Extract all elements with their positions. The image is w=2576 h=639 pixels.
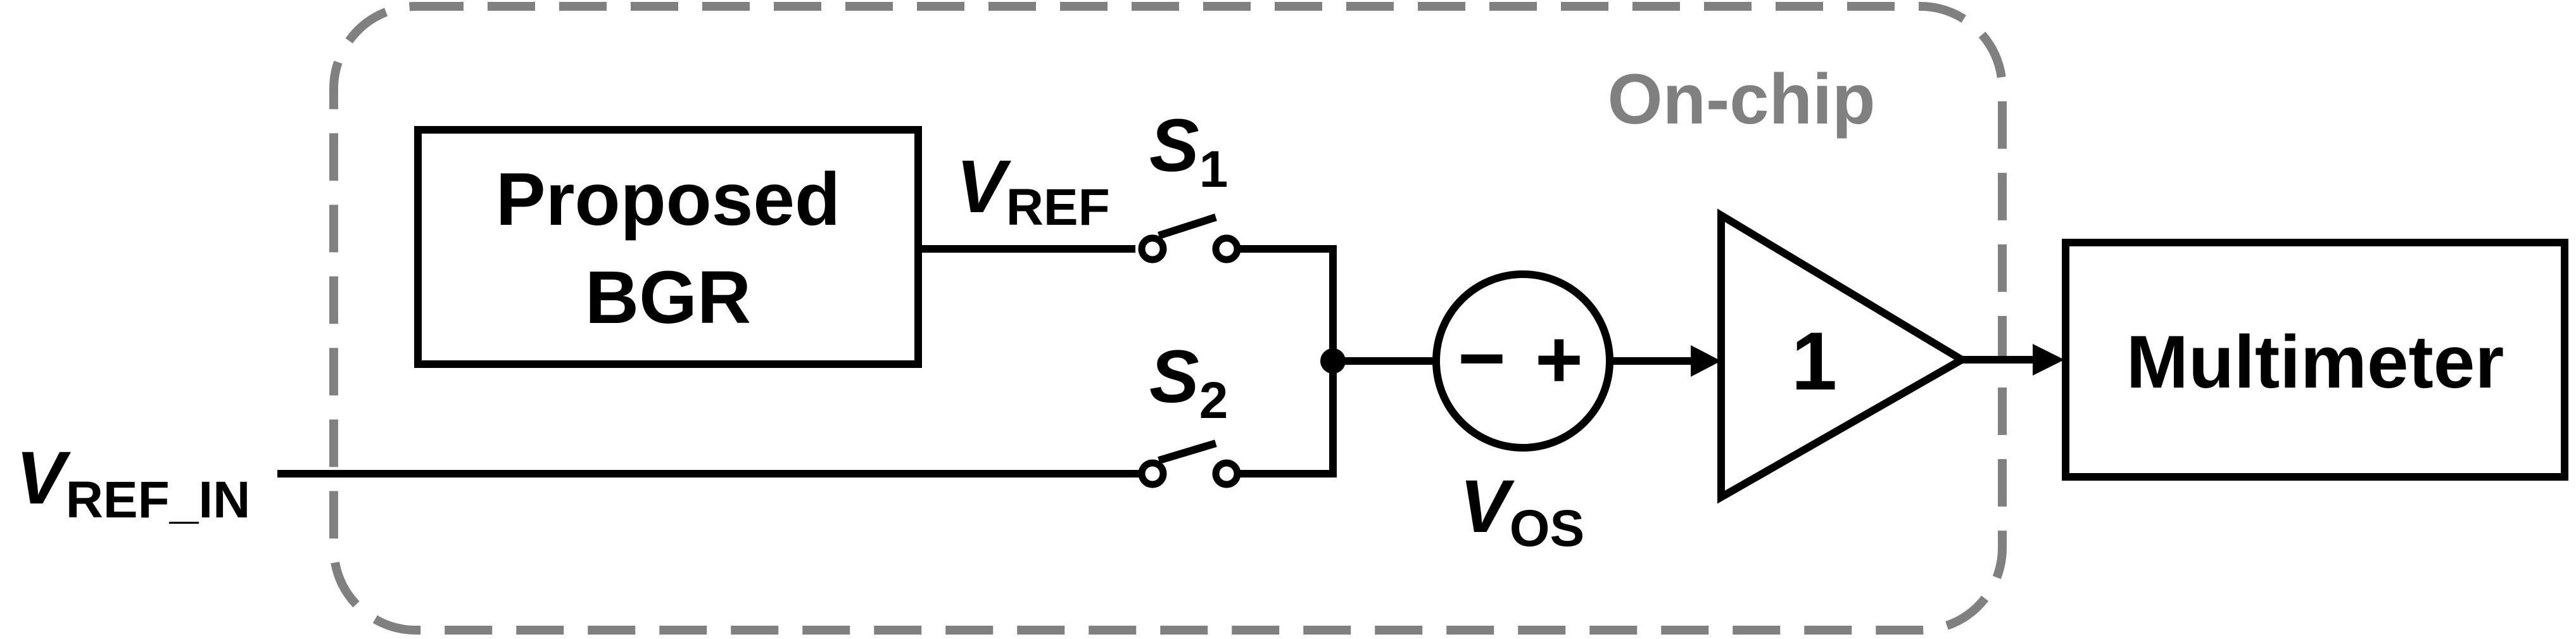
bgr-label-line1: Proposed	[496, 158, 840, 241]
buffer-to-multimeter-arrowhead	[2033, 344, 2064, 376]
multimeter-block	[2062, 239, 2568, 481]
vref-label: VREF	[956, 145, 1110, 236]
vref-in-sub: REF_IN	[66, 471, 251, 529]
vref-sub: REF	[1006, 179, 1110, 236]
s2-main: S	[1149, 335, 1199, 419]
s2-sub: 2	[1199, 372, 1228, 429]
s2-label: S2	[1149, 335, 1228, 429]
s1-sub: 1	[1199, 141, 1228, 198]
switch-s2	[1138, 440, 1241, 488]
vos-to-buffer-arrowhead	[1691, 345, 1721, 377]
vos-plus-sign: +	[1535, 313, 1583, 405]
vref-main: V	[956, 145, 1011, 229]
s1-main: S	[1149, 104, 1199, 187]
switch-s1	[1138, 213, 1241, 263]
vos-main: V	[1460, 465, 1515, 548]
vos-label: VOS	[1460, 465, 1584, 557]
vos-minus-sign: −	[1458, 312, 1506, 404]
bgr-label-line2: BGR	[585, 256, 751, 339]
buffer-gain-label: 1	[1791, 315, 1837, 407]
s1-label: S1	[1149, 104, 1228, 198]
unity-gain-buffer	[1717, 208, 1969, 504]
vref-in-main: V	[16, 436, 71, 520]
on-chip-label: On-chip	[1607, 60, 1875, 139]
s2-output-wire	[1237, 361, 1337, 478]
vos-sub: OS	[1510, 500, 1584, 557]
s1-output-wire	[1237, 245, 1337, 361]
on-chip-boundary	[329, 2, 2007, 635]
multimeter-label: Multimeter	[2126, 320, 2504, 404]
vref-in-label: VREF_IN	[16, 436, 250, 529]
